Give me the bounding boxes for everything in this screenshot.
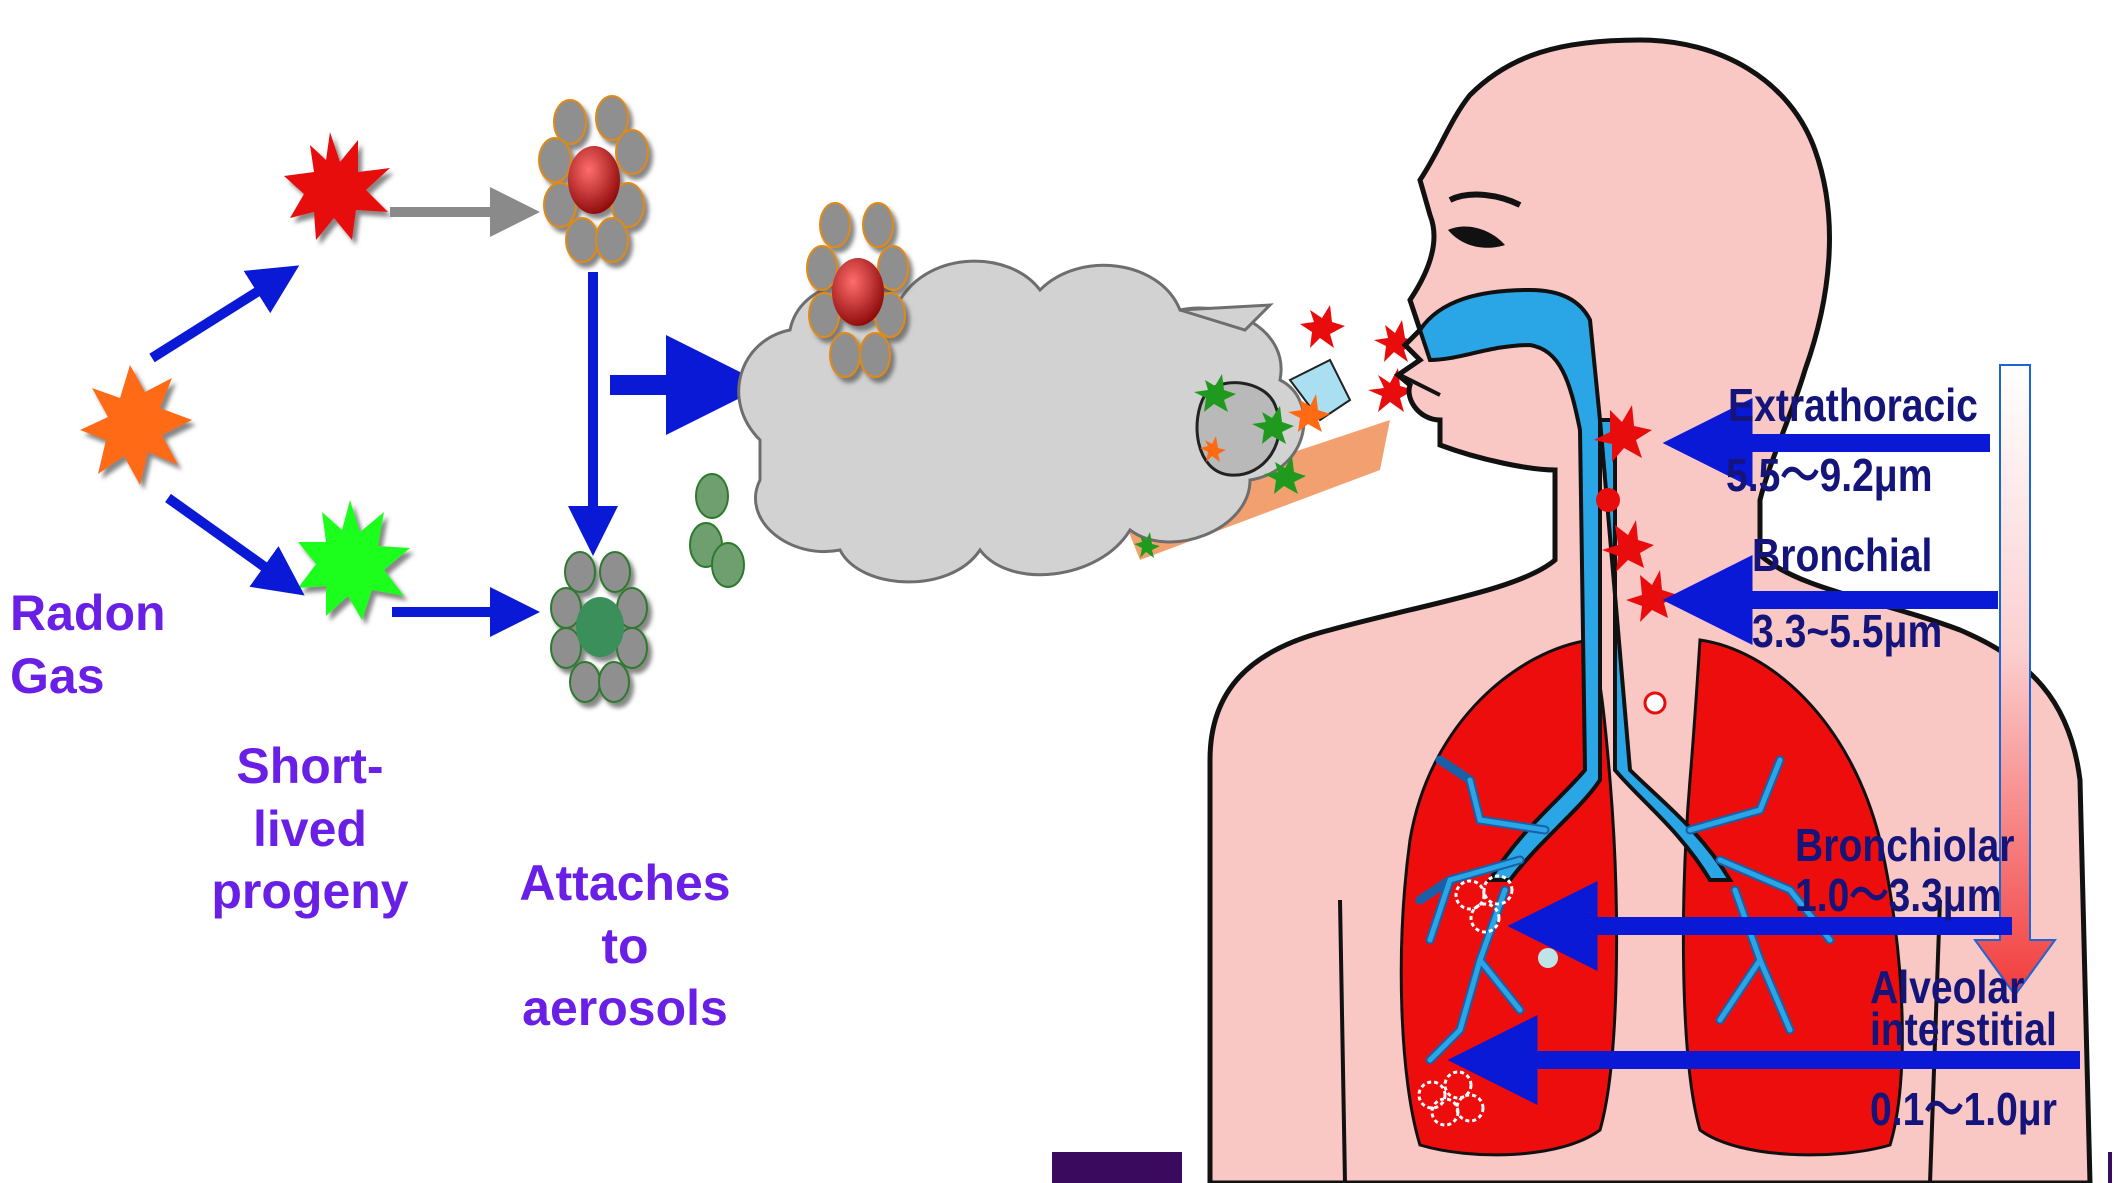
green-progeny-star xyxy=(298,500,410,620)
interstitial-label: interstitial xyxy=(1870,1004,2057,1055)
aerosol-cluster-red xyxy=(539,96,648,262)
green-aerosol-behind-cloud xyxy=(690,474,744,587)
extrathoracic-size: 5.5～9.2μm xyxy=(1726,450,1932,501)
radon-gas-star xyxy=(80,365,192,485)
arrow-radon-to-red xyxy=(152,275,284,358)
slide-footer-tick xyxy=(2108,1152,2112,1183)
red-progeny-star xyxy=(284,132,390,240)
short-lived-progeny-label: Short- lived progeny xyxy=(180,735,440,923)
bronchiolar-label: Bronchiolar xyxy=(1795,820,2014,871)
arrow-radon-to-green xyxy=(168,498,290,585)
bronchial-size: 3.3~5.5μm xyxy=(1752,606,1942,657)
attaches-to-aerosols-label: Attaches to aerosols xyxy=(480,852,770,1040)
bronchiolar-size: 1.0～3.3μm xyxy=(1795,870,2001,921)
aerosol-cluster-green xyxy=(551,552,647,702)
extrathoracic-label: Extrathoracic xyxy=(1728,380,1978,431)
slide-footer-bar xyxy=(1052,1152,1182,1183)
alveolar-size: 0.1～1.0μr xyxy=(1870,1084,2057,1135)
bronchial-label: Bronchial xyxy=(1752,530,1932,581)
radon-gas-label: Radon Gas xyxy=(10,582,166,707)
